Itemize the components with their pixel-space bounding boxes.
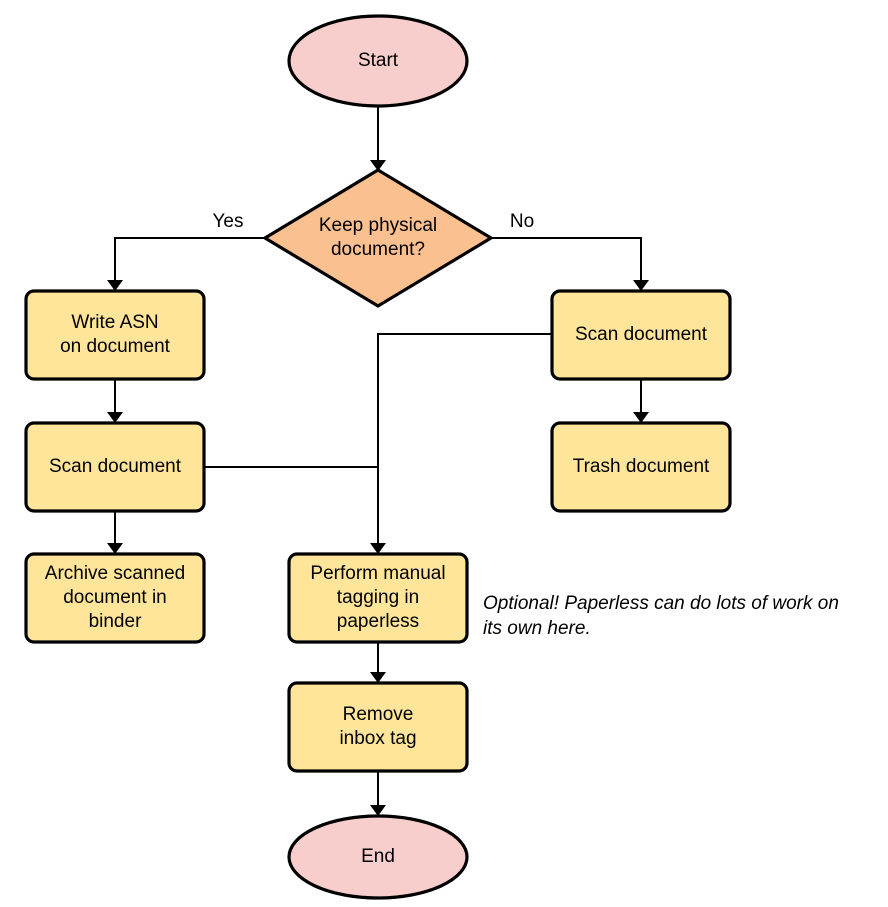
arrowhead-icon: [107, 543, 123, 554]
process-shape: [24, 552, 206, 644]
node-archive-binder[interactable]: Archive scanned document in binder: [24, 552, 206, 644]
arrowhead-icon: [633, 412, 649, 423]
node-label: Scan document: [49, 456, 182, 477]
edge-label: Yes: [213, 211, 244, 232]
terminator-shape: [287, 14, 469, 108]
node-label: Perform manual: [310, 563, 445, 584]
process-shape: [287, 681, 469, 773]
edges-layer: Yes No: [107, 106, 649, 816]
edge-manual-tagging-to-remove-inbox-tag: [370, 642, 386, 683]
node-write-asn[interactable]: Write ASN on document: [24, 289, 206, 381]
edge-write-asn-to-scan-document-left: [107, 379, 123, 423]
edge-start-to-decision-keep-physical: [370, 106, 386, 171]
node-start[interactable]: Start: [287, 14, 469, 108]
arrowhead-icon: [107, 280, 123, 291]
node-label: Scan document: [575, 324, 708, 345]
node-end[interactable]: End: [287, 814, 469, 900]
node-trash-document[interactable]: Trash document: [550, 421, 732, 513]
process-shape: [24, 289, 206, 381]
node-remove-inbox-tag[interactable]: Remove inbox tag: [287, 681, 469, 773]
annotations-layer: Optional! Paperless can do lots of work …: [483, 593, 839, 639]
edge-remove-inbox-tag-to-end: [370, 771, 386, 816]
edge-path: [491, 237, 642, 284]
arrowhead-icon: [107, 412, 123, 423]
process-shape: [287, 552, 469, 644]
arrowhead-icon: [633, 280, 649, 291]
edge-label: No: [510, 211, 534, 232]
terminator-shape: [287, 814, 469, 900]
arrowhead-icon: [370, 805, 386, 816]
node-label: document?: [331, 239, 425, 260]
edge-path: [114, 237, 265, 284]
node-label: tagging in: [337, 587, 419, 608]
edge-path: [377, 333, 552, 547]
node-decision-keep-physical[interactable]: Keep physical document?: [263, 168, 493, 308]
node-scan-document-right[interactable]: Scan document: [550, 289, 732, 381]
arrowhead-icon: [370, 160, 386, 171]
node-label: binder: [89, 611, 142, 632]
arrowhead-icon: [370, 543, 386, 554]
edge-scan-document-right-to-manual-tagging: [370, 333, 552, 554]
annotation-optional: Optional! Paperless can do lots of work …: [483, 593, 839, 639]
node-label: inbox tag: [339, 728, 416, 749]
node-label: Trash document: [573, 456, 710, 477]
edge-scan-document-left-to-archive-binder: [107, 511, 123, 554]
node-label: on document: [60, 336, 171, 357]
process-shape: [550, 421, 732, 513]
process-shape: [24, 421, 206, 513]
edge-decision-keep-physical-to-write-asn: Yes: [107, 211, 265, 291]
node-label: End: [361, 846, 395, 867]
edge-scan-document-right-to-trash-document: [633, 379, 649, 423]
annotation-line: its own here.: [483, 618, 591, 639]
arrowhead-icon: [370, 672, 386, 683]
edge-decision-keep-physical-to-scan-document-right: No: [491, 211, 649, 291]
node-label: Start: [358, 50, 399, 71]
node-label: Write ASN: [71, 312, 158, 333]
node-label: document in: [63, 587, 167, 608]
decision-shape: [263, 168, 493, 308]
process-shape: [550, 289, 732, 381]
node-manual-tagging[interactable]: Perform manual tagging in paperless: [287, 552, 469, 644]
node-label: Archive scanned: [45, 563, 185, 584]
node-label: paperless: [337, 611, 419, 632]
node-label: Keep physical: [319, 215, 437, 236]
node-label: Remove: [343, 704, 414, 725]
annotation-line: Optional! Paperless can do lots of work …: [483, 593, 839, 614]
node-scan-document-left[interactable]: Scan document: [24, 421, 206, 513]
